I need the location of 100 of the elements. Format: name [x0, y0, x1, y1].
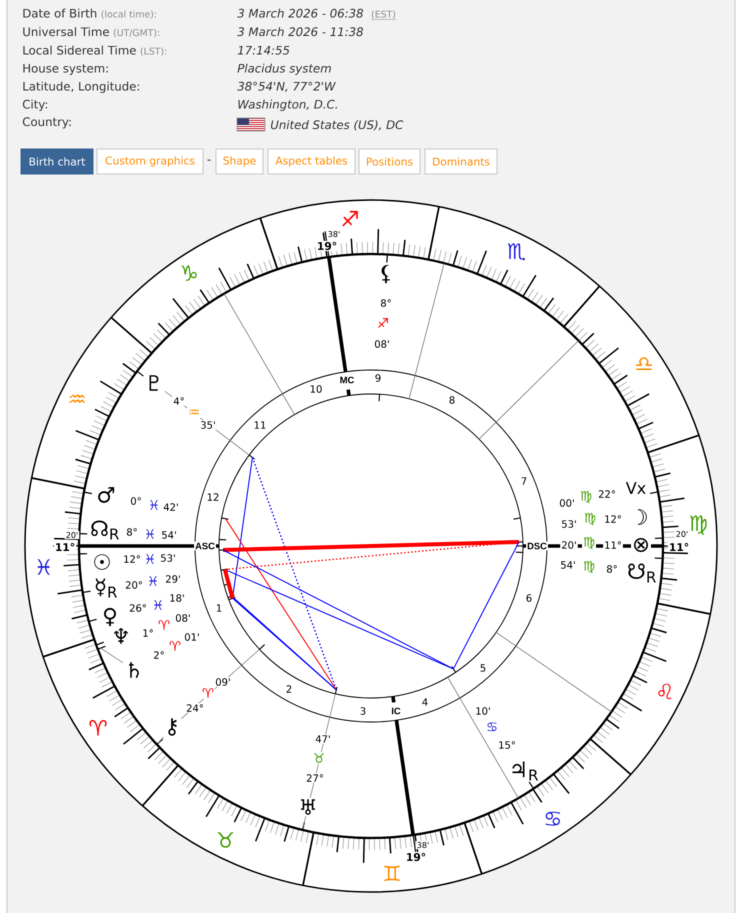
minute-label: 08'	[373, 339, 391, 349]
degree-label: 12°	[603, 514, 623, 524]
zodiac-symbol: ♐	[342, 210, 358, 226]
zodiac-symbol: ♈	[89, 720, 107, 736]
degree-label: 11°	[603, 540, 623, 550]
house-number: 8	[448, 395, 456, 405]
field-note: (UT/GMT):	[114, 28, 160, 38]
sign-symbol: ♈	[156, 619, 172, 631]
degree-label: 2°	[152, 650, 166, 660]
house-number: 6	[524, 593, 534, 603]
field-note: (local time):	[102, 10, 156, 19]
sign-symbol: ♈	[168, 640, 182, 652]
field-label: Date of Birth	[23, 8, 96, 18]
sign-symbol: ♓	[142, 553, 158, 565]
field-label: City:	[22, 100, 47, 111]
planet-symbol: ⚸	[382, 264, 390, 284]
minute-label: 29'	[164, 574, 182, 584]
degree-label: 26°	[128, 603, 148, 613]
degree-label: 15°	[497, 740, 517, 750]
leader-line	[302, 816, 306, 828]
field-label: Latitude, Longitude:	[23, 82, 139, 93]
planet-symbol: ☉	[94, 554, 110, 570]
planet-symbol: ♀	[104, 608, 116, 626]
degree-label: 22°	[597, 489, 617, 499]
planet-symbol: ♂	[98, 487, 114, 503]
tab: Birth chart	[20, 148, 94, 174]
sign-symbol: ♓	[150, 599, 166, 611]
zodiac-symbol: ♎	[636, 357, 652, 370]
minute-label: 10'	[474, 706, 492, 716]
degree-label: 24°	[185, 703, 205, 713]
tab: Dominants	[424, 148, 498, 174]
angle-label: DSC	[526, 542, 548, 550]
zodiac-symbol: ♌	[658, 684, 672, 700]
degree-label: 27°	[305, 773, 325, 783]
sign-symbol: ♓	[146, 499, 162, 511]
field-label: House system:	[23, 64, 108, 75]
tab: Aspect tables	[268, 148, 356, 174]
tab: Positions	[358, 148, 420, 174]
tab: Custom graphics	[96, 148, 204, 174]
angle-label: IC	[390, 706, 402, 716]
zodiac-symbol: ♍	[690, 515, 707, 535]
minute-label: 35'	[199, 420, 217, 430]
house-number: 12	[206, 492, 220, 502]
planet-symbol: ♄	[129, 662, 139, 678]
link: (EST)	[370, 10, 396, 20]
leader-line	[164, 390, 250, 456]
degree-label: 1°	[141, 628, 155, 638]
angle-label: ASC	[194, 542, 216, 550]
degree-label: 20°	[124, 580, 144, 590]
field-label: Universal Time	[23, 27, 109, 36]
minute-label: 08'	[174, 613, 192, 623]
planet-symbol: ⚷	[168, 718, 177, 736]
degree-label: 12°	[122, 554, 142, 564]
zodiac-symbol: ♑	[182, 265, 197, 281]
minute-label: 53'	[560, 519, 578, 529]
zodiac-symbol: ♉	[218, 832, 234, 848]
separator: -	[207, 160, 211, 161]
leader-line	[158, 736, 164, 744]
field-value: Washington, D.C.	[238, 100, 337, 111]
field-value: 3 March 2026 - 11:38	[237, 27, 364, 36]
house-number: 5	[478, 663, 488, 673]
planet-symbol: ☊$_{R}$	[91, 520, 119, 540]
field-label: Local Sidereal Time	[23, 46, 136, 55]
house-number: 9	[374, 373, 382, 383]
planet-symbol: ☿$_{R}$	[96, 578, 117, 598]
planet-symbol: ☋$_{R}$	[628, 564, 656, 582]
planet-symbol: ♆	[114, 628, 128, 644]
planet-symbol: Vx	[626, 482, 646, 494]
minute-label: 01'	[183, 632, 201, 642]
field-value: Placidus system	[238, 64, 331, 75]
minute-label: 54'	[160, 530, 178, 540]
field-value: United States (US), DC	[270, 120, 404, 131]
degree-label: 8°	[125, 527, 139, 537]
house-number: 10	[308, 384, 324, 394]
planet-symbol: ♅	[301, 799, 315, 815]
field-label: Country:	[22, 117, 71, 128]
degree-label: 8°	[605, 564, 619, 574]
zodiac-symbol: ♏	[508, 243, 526, 261]
minute-label: 20'	[560, 540, 578, 550]
sign-symbol: ♓	[146, 575, 160, 587]
angle-label: MC	[338, 376, 356, 384]
field-note: (LST):	[140, 47, 166, 56]
sign-symbol: ♓	[142, 528, 158, 540]
zodiac-symbol: ♓	[37, 559, 50, 575]
field-value: 3 March 2026 - 06:38	[237, 8, 364, 18]
degree-label: 4°	[172, 396, 186, 406]
minute-label: 09'	[214, 677, 232, 687]
zodiac-symbol: ♋	[546, 812, 560, 826]
minute-label: 54'	[559, 560, 577, 570]
planet-symbol: ♇	[150, 375, 158, 391]
zodiac-symbol: ♒	[69, 394, 85, 404]
field-value: 38°54'N, 77°2'W	[237, 82, 336, 92]
leader-line	[310, 693, 336, 798]
minute-label: 53'	[159, 553, 177, 563]
zodiac-symbol: ♊	[384, 866, 400, 882]
degree-label: 0°	[129, 496, 143, 506]
tab: Shape	[216, 148, 264, 174]
degree-label: 8°	[379, 298, 393, 308]
minute-label: 18'	[168, 593, 186, 603]
field-value: 17:14:55	[238, 46, 290, 55]
